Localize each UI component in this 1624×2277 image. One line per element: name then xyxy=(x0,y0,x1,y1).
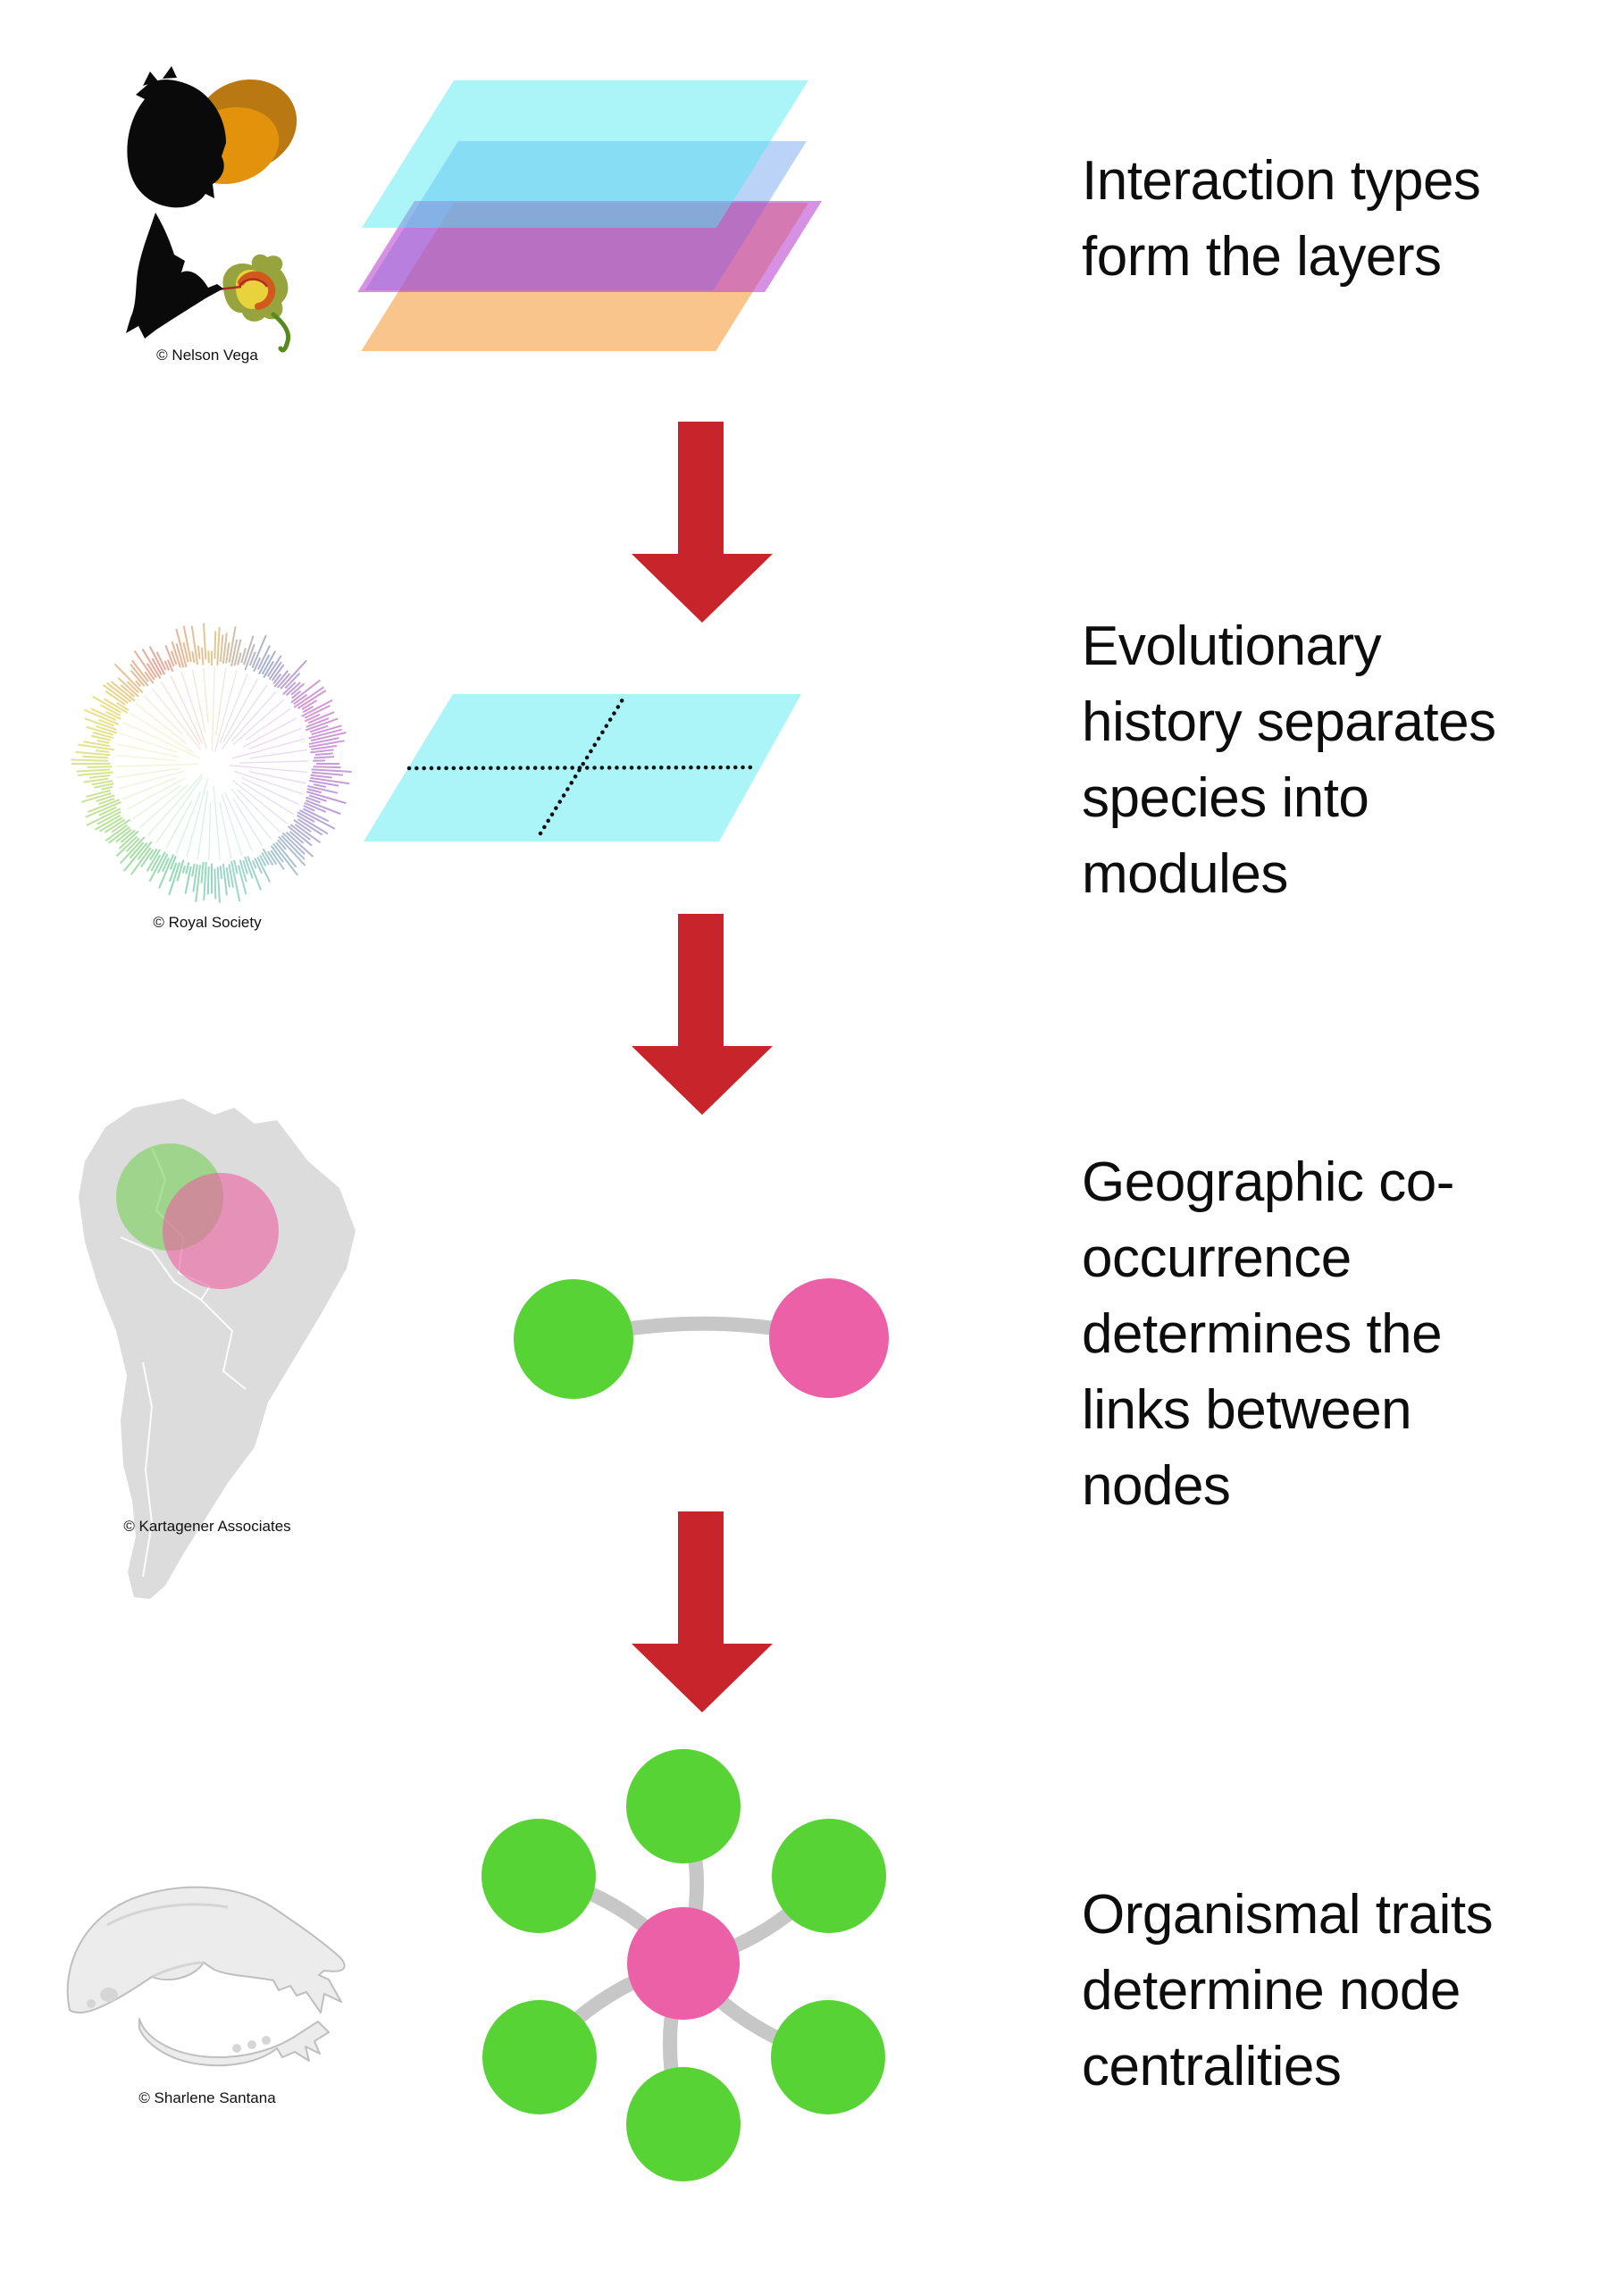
pink-node xyxy=(769,1278,889,1398)
credit-sharlene-santana: © Sharlene Santana xyxy=(138,2089,276,2106)
bat-skull-illustration xyxy=(66,1886,346,2067)
bat-silhouette-icon xyxy=(126,213,223,339)
phylogeny-wheel-illustration xyxy=(71,623,352,903)
flower-stamen-icon xyxy=(239,278,269,288)
species-range-pink xyxy=(163,1173,279,1289)
bat-interactions-illustration xyxy=(126,66,297,353)
pink-hub-node xyxy=(627,1907,740,2020)
fruit-bat-icon xyxy=(127,66,297,208)
green-node xyxy=(771,2000,885,2114)
phylogeny-ring xyxy=(109,661,314,866)
skull-cranium xyxy=(66,1886,346,2013)
hub-network-graphic xyxy=(481,1749,886,2181)
nectar-bat-icon xyxy=(126,213,291,353)
module-plane xyxy=(364,694,801,841)
caption-organismal-traits: Organismal traits determine node central… xyxy=(1082,1884,1494,2097)
green-nodes xyxy=(481,1749,886,2181)
credit-kartagener-associates: © Kartagener Associates xyxy=(123,1518,291,1535)
caption-interaction-types: Interaction types form the layers xyxy=(1082,150,1481,288)
green-node xyxy=(626,1749,741,1863)
south-america-map-illustration xyxy=(79,1099,356,1599)
credit-nelson-vega: © Nelson Vega xyxy=(156,347,258,364)
caption-evolutionary-history: Evolutionary history separates species i… xyxy=(1082,615,1496,905)
green-node xyxy=(514,1279,633,1399)
bat-ear-icon xyxy=(163,66,177,79)
flower-core-icon xyxy=(238,271,276,310)
skull-shading xyxy=(106,1903,229,1979)
green-node xyxy=(626,2067,741,2181)
credit-royal-society: © Royal Society xyxy=(153,914,262,931)
skull-jaw xyxy=(138,2018,330,2067)
phylogeny-tip-fringe xyxy=(71,623,352,903)
node-link-graphic xyxy=(514,1278,889,1399)
down-arrow-icon xyxy=(632,1511,773,1712)
green-node xyxy=(482,2000,597,2114)
module-divider-horizontal xyxy=(406,765,758,771)
green-node xyxy=(481,1819,596,1933)
bat-silhouette-icon xyxy=(127,80,226,208)
caption-geographic-cooccurrence: Geographic co- occurrence determines the… xyxy=(1082,1151,1454,1517)
down-arrow-icon xyxy=(632,422,773,623)
module-plane-graphic xyxy=(364,694,801,841)
down-arrow-icon xyxy=(632,914,773,1115)
skull-details xyxy=(87,1988,271,2053)
bat-ear-icon xyxy=(143,71,158,86)
flower-stem-icon xyxy=(271,312,291,353)
phylogeny-tree-lines xyxy=(115,667,308,860)
green-node xyxy=(772,1819,886,1933)
